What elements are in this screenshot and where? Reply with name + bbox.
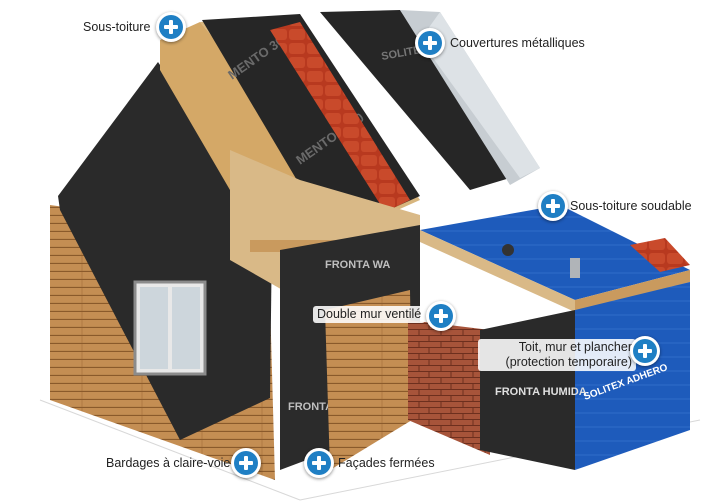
label-toit-mur-plancher: Toit, mur et plancher (protection tempor…: [478, 339, 636, 371]
plus-icon: [304, 448, 334, 478]
label-double-mur-ventile: Double mur ventilé: [313, 306, 426, 323]
hotspot-toit-mur-plancher[interactable]: [630, 336, 660, 366]
plus-icon: [538, 191, 568, 221]
fronta-print-1: FRONTA WA: [325, 259, 390, 271]
plus-icon: [630, 336, 660, 366]
flat-roof: [420, 205, 690, 300]
hotspot-couvertures-metalliques[interactable]: [415, 28, 445, 58]
label-couvertures-metalliques: Couvertures métalliques: [450, 36, 585, 50]
flat-roof-tiles: [630, 238, 690, 272]
brick-wall: [408, 320, 490, 455]
hotspot-sous-toiture[interactable]: [156, 12, 186, 42]
roof-tiles: [270, 22, 410, 212]
hotspot-bardages[interactable]: [231, 448, 261, 478]
front-cladding: [325, 290, 412, 470]
plus-icon: [231, 448, 261, 478]
plus-icon: [426, 301, 456, 331]
plus-icon: [156, 12, 186, 42]
plus-icon: [415, 28, 445, 58]
hotspot-facades-fermees[interactable]: [304, 448, 334, 478]
flat-roof-edge: [420, 230, 575, 312]
label-facades-fermees: Façades fermées: [338, 456, 435, 470]
hotspot-sous-toiture-soudable[interactable]: [538, 191, 568, 221]
label-sous-toiture-soudable: Sous-toiture soudable: [570, 199, 692, 213]
blue-wall-side: [575, 282, 690, 470]
metal-roof-underlay: [320, 10, 520, 190]
fronta-humida-print: FRONTA HUMIDA: [495, 386, 587, 398]
label-sous-toiture: Sous-toiture: [83, 20, 151, 34]
hotspot-double-mur-ventile[interactable]: [426, 301, 456, 331]
label-bardages: Bardages à claire-voie: [106, 456, 231, 470]
